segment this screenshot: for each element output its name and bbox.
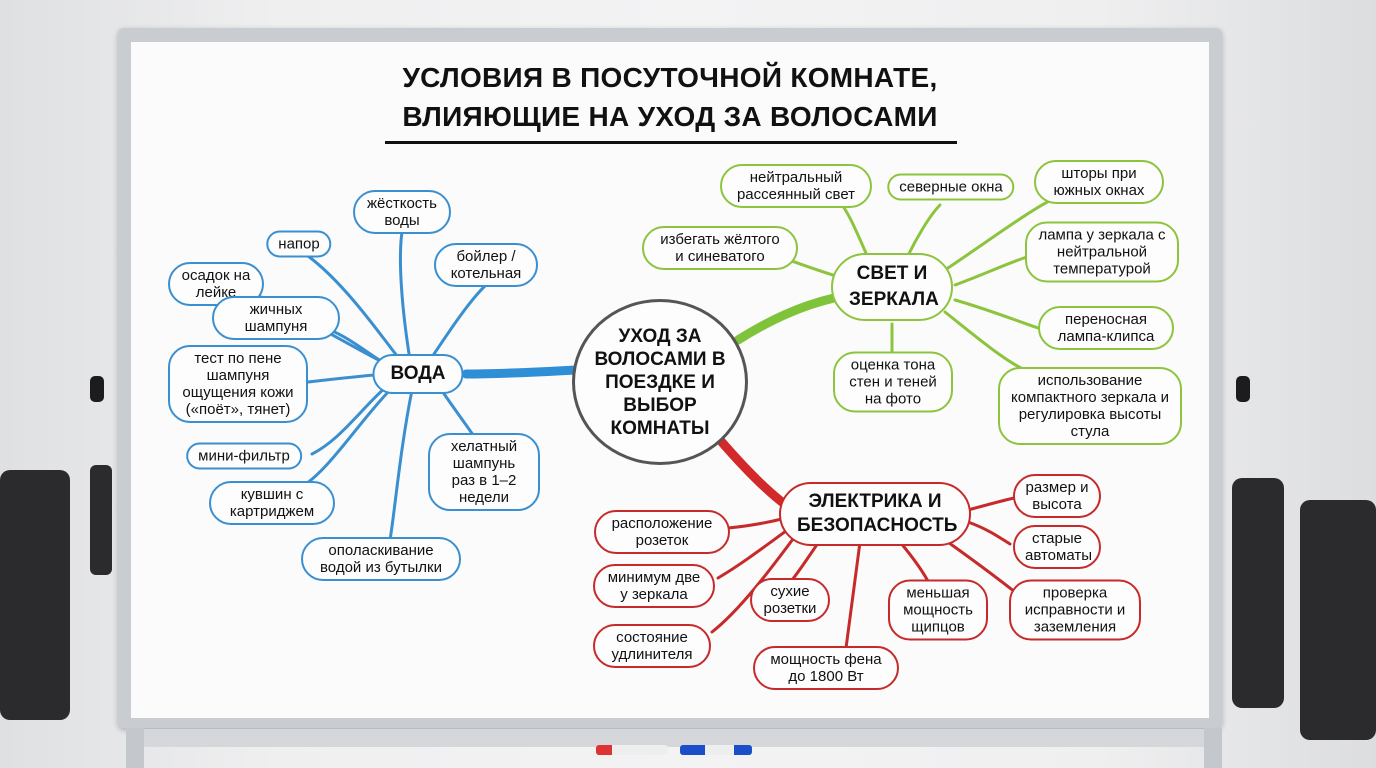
hub-electric: ЭЛЕКТРИКА И БЕЗОПАСНОСТЬ [779, 482, 971, 546]
branch-light [738, 298, 834, 340]
electric-node-outlet-location: расположение розеток [594, 510, 730, 554]
branch-water [466, 370, 576, 374]
light-node-avoid-tint: избегать жёлтого и синеватого [642, 226, 798, 270]
light-node-north-windows: северные окна [887, 174, 1014, 201]
electric-node-two-at-mirror: минимум две у зеркала [593, 564, 715, 608]
water-node-mini-filter: мини-фильтр [186, 443, 302, 470]
water-node-pitcher: кувшин с картриджем [209, 481, 335, 525]
light-node-clip-lamp: переносная лампа-клипса [1038, 306, 1174, 350]
branch-electric [720, 440, 790, 508]
water-node-hardness: жёсткость воды [353, 190, 451, 234]
electric-node-dryer-power: мощность фена до 1800 Вт [753, 646, 899, 690]
electric-node-extension-cord: состояние удлинителя [593, 624, 711, 668]
light-node-curtains: шторы при южных окнах [1034, 160, 1164, 204]
water-node-pressure: напор [266, 231, 331, 258]
light-node-neutral-light: нейтральный рассеянный свет [720, 164, 872, 208]
electric-node-grounding: проверка исправности и заземления [1009, 580, 1141, 641]
electric-node-dry-outlets: сухие розетки [750, 578, 830, 622]
water-node-bottle-rinse: ополаскивание водой из бутылки [301, 537, 461, 581]
light-node-compact-mirror: использование компактного зеркала и регу… [998, 367, 1182, 445]
hub-water: ВОДА [372, 354, 463, 394]
water-node-boiler: бойлер / котельная [434, 243, 538, 287]
water-node-foam-test: тест по пене шампуня ощущения кожи («поё… [168, 345, 308, 423]
water-node-shampoo: жичных шампуня [212, 296, 340, 340]
electric-node-old-breakers: старые автоматы [1013, 525, 1101, 569]
light-node-wall-tone: оценка тона стен и теней на фото [833, 352, 953, 413]
electric-node-iron-power: меньшая мощность щипцов [888, 580, 988, 641]
center-topic: УХОД ЗА ВОЛОСАМИ В ПОЕЗДКЕ И ВЫБОР КОМНА… [572, 299, 748, 465]
light-node-mirror-lamp: лампа у зеркала с нейтральной температур… [1025, 222, 1179, 283]
hub-light: СВЕТ И ЗЕРКАЛА [831, 253, 953, 321]
electric-node-size-height: размер и высота [1013, 474, 1101, 518]
water-node-chelating: хелатный шампунь раз в 1–2 недели [428, 433, 540, 511]
